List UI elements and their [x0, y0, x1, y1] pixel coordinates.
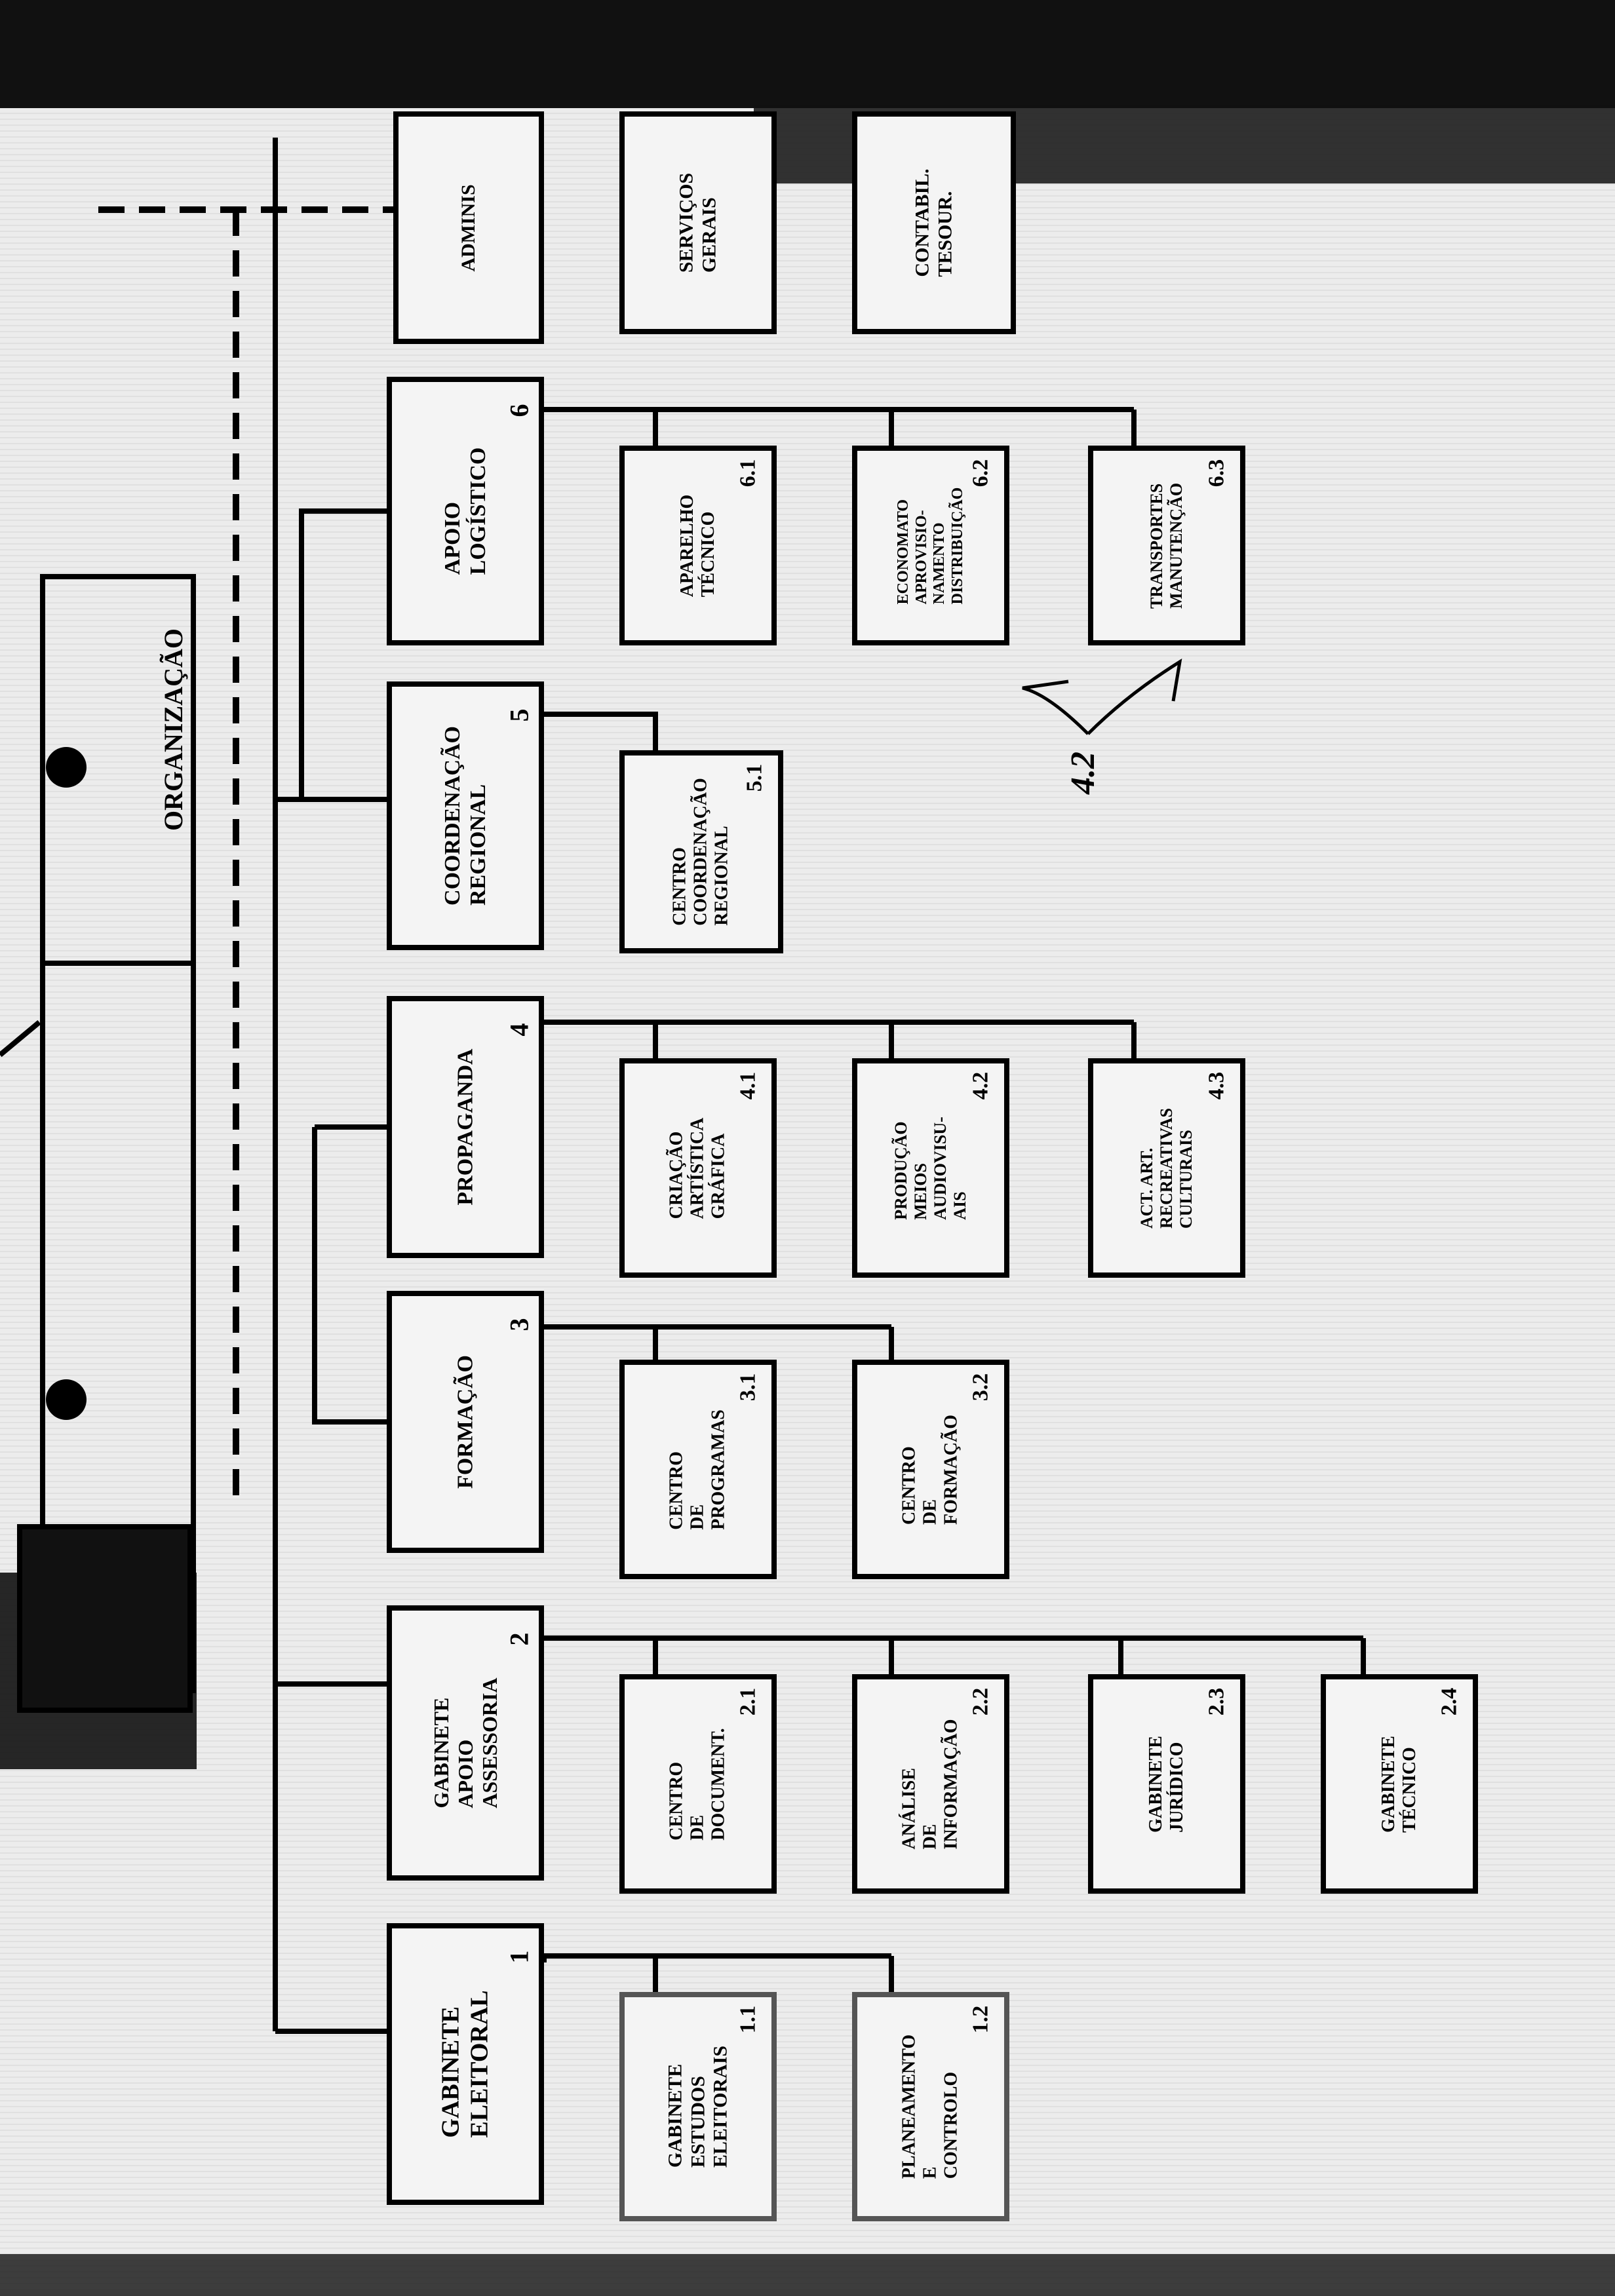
unit-4-label: PROPAGANDA [453, 1048, 478, 1206]
unit-1-1-number: 1.1 [735, 2005, 760, 2034]
unit-2-3-number: 2.3 [1203, 1687, 1228, 1716]
admin-label: ADMINIS [457, 183, 479, 272]
outer-left-line [0, 1020, 41, 1058]
contab-label: CONTABIL.TESOUR. [911, 168, 956, 277]
unit-2-4-number: 2.4 [1436, 1687, 1461, 1716]
unit-3-label: FORMAÇÃO [453, 1355, 478, 1489]
unit-6-number: 6 [504, 404, 534, 417]
branch-3-4 [312, 1127, 387, 1425]
admin-box: ADMINIS [393, 111, 544, 344]
unit-6-2-number: 6.2 [967, 459, 992, 488]
group-5-bus [544, 712, 658, 750]
unit-1-number: 1 [504, 1950, 534, 1964]
unit-1-2-number: 1.2 [967, 2005, 992, 2034]
unit-3-2-number: 3.2 [967, 1373, 992, 1402]
scan-noise-top [0, 0, 1615, 108]
contab-box: CONTABIL.TESOUR. [852, 111, 1016, 334]
unit-4-number: 4 [504, 1023, 534, 1037]
unit-4-box: 4 PROPAGANDA [387, 996, 544, 1258]
annotation-arrows [1022, 658, 1182, 735]
unit-3-1-number: 3.1 [735, 1373, 760, 1402]
unit-4-1-number: 4.1 [735, 1071, 760, 1100]
unit-6-1-number: 6.1 [735, 459, 760, 488]
branch-5-6 [275, 508, 387, 802]
unit-5-number: 5 [504, 708, 534, 722]
handwritten-annotation: 4.2 [1064, 752, 1102, 794]
side-panel-dot-top [46, 747, 87, 788]
unit-5-1-number: 5.1 [741, 763, 766, 792]
unit-3-number: 3 [504, 1318, 534, 1331]
unit-4-2-number: 4.2 [967, 1071, 992, 1100]
unit-2-1-number: 2.1 [735, 1687, 760, 1716]
unit-2-number: 2 [504, 1632, 534, 1646]
side-panel-dot-lower [46, 1379, 87, 1420]
unit-2-2-number: 2.2 [967, 1687, 992, 1716]
unit-3-box: 3 FORMAÇÃO [387, 1291, 544, 1553]
side-panel-left-block [17, 1524, 193, 1713]
side-panel-organization-label: ORGANIZAÇÃO [158, 628, 188, 831]
scan-noise-bottom [0, 2254, 1615, 2296]
unit-4-3-number: 4.3 [1203, 1071, 1228, 1100]
unit-6-3-number: 6.3 [1203, 459, 1228, 488]
